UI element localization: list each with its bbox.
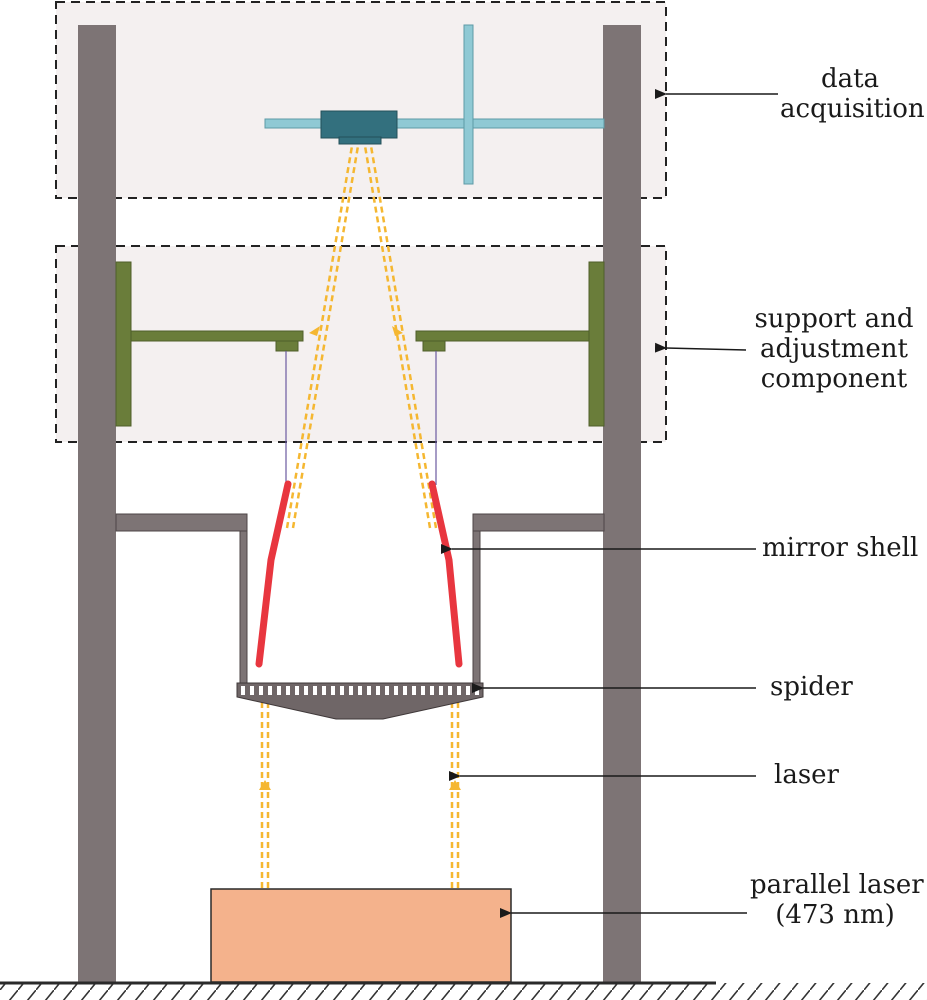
spider-vane-slot: [295, 686, 299, 695]
lower-housing: [115, 513, 605, 684]
label-mirror-shell: mirror shell: [762, 533, 919, 563]
camera-lens: [338, 136, 382, 145]
spider-vane-slot: [475, 686, 479, 695]
support-adjustment-arrow: [654, 342, 747, 353]
parallel-laser-source: [210, 888, 512, 983]
left-mirror-shell: [255, 480, 292, 668]
spider-vane-slot: [448, 686, 452, 695]
spider-vane-slot: [367, 686, 371, 695]
spider-vane-slot: [439, 686, 443, 695]
ground: [0, 981, 927, 1000]
spider-vane-slot: [286, 686, 290, 695]
spider-vane-slot: [313, 686, 317, 695]
spider-vane-slot: [304, 686, 308, 695]
camera-horizontal-rail: [264, 118, 605, 129]
camera-body: [320, 110, 398, 139]
laser-ray-arrows: [309, 326, 403, 336]
spider-vane-slot: [241, 686, 245, 695]
spider-vane-slot: [421, 686, 425, 695]
label-spider: spider: [770, 672, 853, 702]
left-frame-post: [78, 25, 116, 983]
camera-vertical-rail: [463, 24, 474, 185]
label-parallel-laser: parallel laser (473 nm): [750, 870, 924, 930]
data-acquisition-box: [55, 1, 667, 199]
spider: [236, 682, 484, 720]
spider-vane-slot: [358, 686, 362, 695]
support-adjustment-box: [55, 245, 667, 443]
left-support-bracket: [115, 261, 304, 427]
spider-vane-slot: [250, 686, 254, 695]
spider-vane-slot: [259, 686, 263, 695]
spider-vane-slot: [466, 686, 470, 695]
spider-vane-slot: [394, 686, 398, 695]
right-frame-post: [603, 25, 641, 983]
spider-vane-slot: [457, 686, 461, 695]
label-support-adjustment-component: support and adjustment component: [754, 304, 914, 394]
spider-vane-slot: [412, 686, 416, 695]
spider-vane-slot: [430, 686, 434, 695]
spider-vane-slot: [349, 686, 353, 695]
spider-vane-slot: [277, 686, 281, 695]
callout-arrows: [441, 89, 778, 918]
laser-return-rays: [285, 145, 438, 529]
right-support-bracket: [415, 261, 605, 427]
label-data-acquisition: data acquisition: [780, 64, 925, 124]
spider-vane-slot: [322, 686, 326, 695]
spider-vane-slot: [340, 686, 344, 695]
right-mirror-shell: [428, 480, 463, 668]
spider-vane-slot: [376, 686, 380, 695]
vertical-laser-beams: [260, 700, 460, 888]
spider-vane-slot: [385, 686, 389, 695]
spider-vane-slot: [268, 686, 272, 695]
spider-vane-slot: [403, 686, 407, 695]
spider-vane-slot: [331, 686, 335, 695]
label-laser: laser: [774, 760, 839, 790]
vertical-beam-arrows: [259, 780, 461, 790]
